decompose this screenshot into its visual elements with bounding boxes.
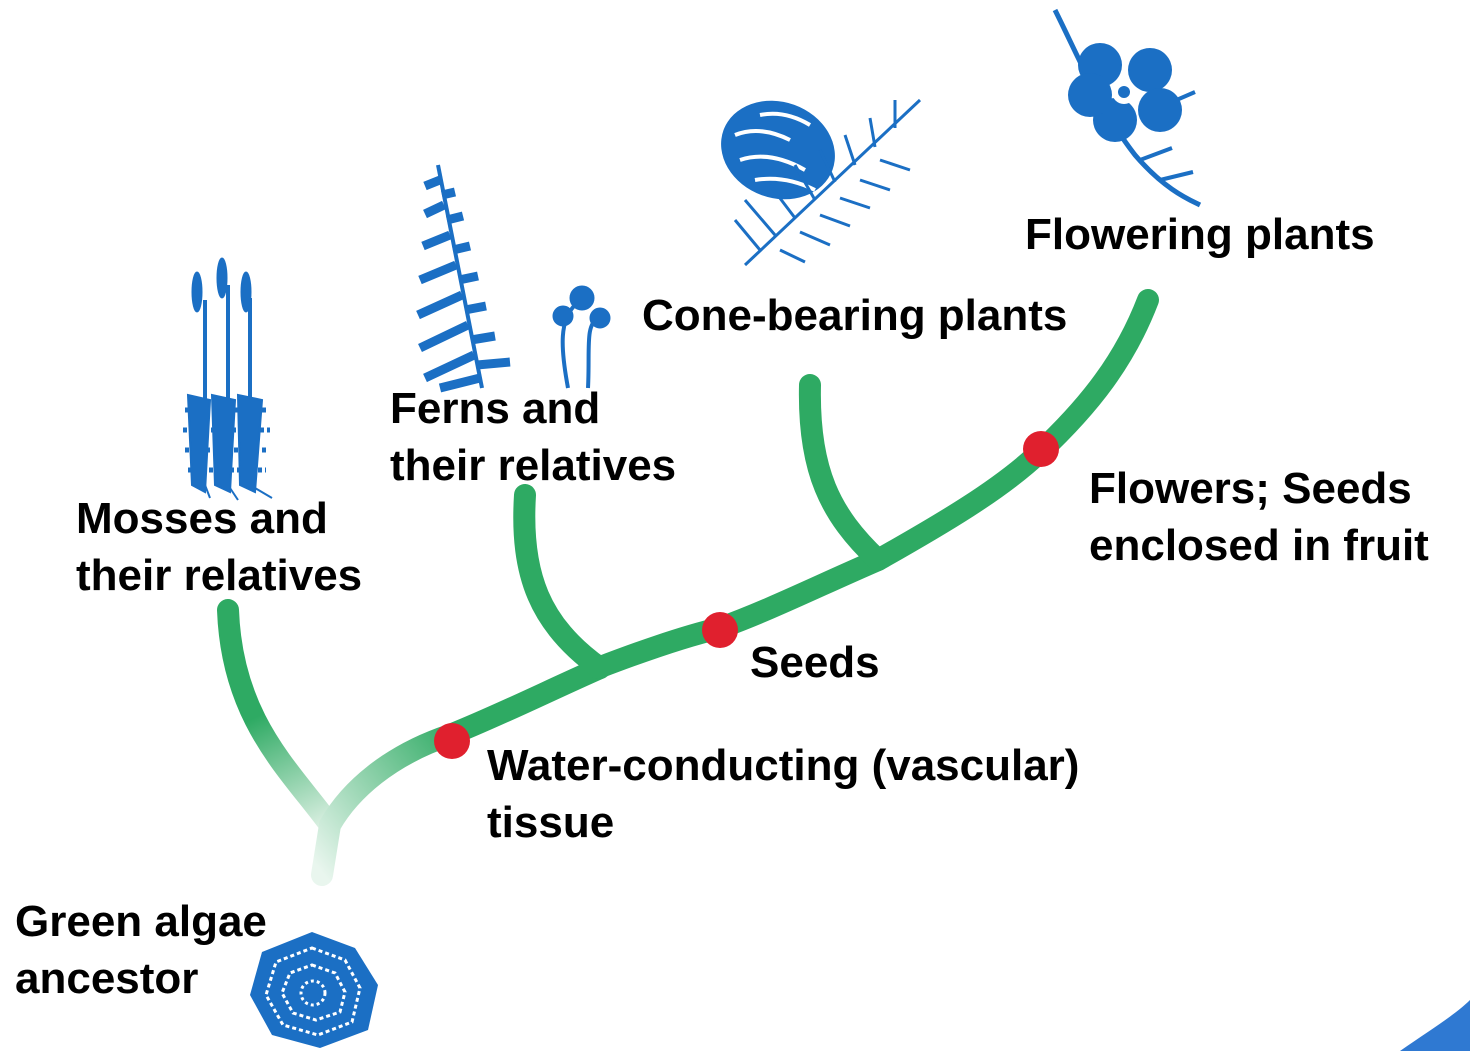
- fern-branch: [524, 495, 600, 668]
- moss-branch: [228, 610, 330, 825]
- flowers-trait-marker: [1023, 431, 1059, 467]
- corner-swoosh-decoration: [1400, 1000, 1470, 1051]
- vascular-trait-marker: [434, 723, 470, 759]
- vascular-trait-label: Water-conducting (vascular) tissue: [487, 737, 1079, 851]
- flower-icon: [1055, 10, 1200, 205]
- flowers-trait-label: Flowers; Seeds enclosed in fruit: [1089, 460, 1429, 574]
- cone-branch: [810, 385, 878, 560]
- flowering-label: Flowering plants: [1025, 206, 1375, 263]
- ferns-label: Ferns and their relatives: [390, 380, 676, 494]
- cone-bearing-label: Cone-bearing plants: [642, 287, 1067, 344]
- moss-icon: [183, 258, 272, 500]
- main-trunk-upper: [598, 300, 1148, 668]
- seeds-trait-marker: [702, 612, 738, 648]
- green-algae-cell-icon: [250, 932, 378, 1048]
- green-algae-label: Green algae ancestor: [15, 893, 267, 1007]
- seeds-trait-label: Seeds: [750, 634, 880, 691]
- pine-cone-icon: [707, 85, 920, 265]
- mosses-label: Mosses and their relatives: [76, 490, 362, 604]
- fern-icon: [418, 165, 610, 388]
